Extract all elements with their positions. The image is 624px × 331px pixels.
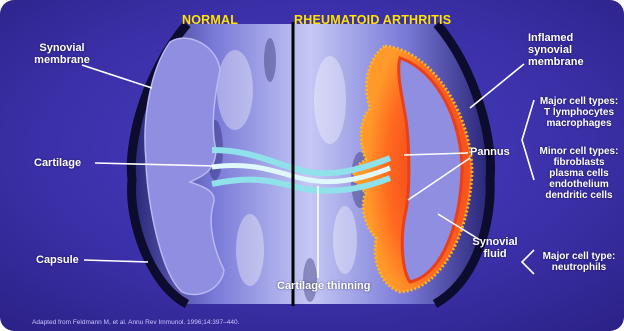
pannus-major-cells: Major cell types: T lymphocytes macropha… [536,96,622,129]
synovial-fluid-line2: fluid [470,248,520,260]
normal-header: NORMAL [182,13,238,27]
fluid-major-cells: Major cell type: neutrophils [536,251,622,273]
inflamed-label-line3: membrane [528,56,584,68]
ra-header: RHEUMATOID ARTHRITIS [294,13,451,27]
pannus-minor-item: dendritic cells [536,190,622,201]
fluid-major-title: Major cell type: [536,251,622,262]
pannus-major-title: Major cell types: [536,96,622,107]
inflamed-membrane-label: Inflamed synovial membrane [528,32,584,68]
cartilage-label: Cartilage [34,157,81,169]
pannus-label: Pannus [470,146,510,158]
pannus-minor-item: fibroblasts [536,157,622,168]
pannus-minor-item: endothelium [536,179,622,190]
pannus-major-item: macrophages [536,118,622,129]
inflamed-label-line2: synovial [528,44,584,56]
synovial-membrane-label-line1: Synovial [30,42,94,54]
synovial-membrane-label: Synovial membrane [30,42,94,66]
pannus-major-item: T lymphocytes [536,107,622,118]
synovial-fluid-line1: Synovial [470,236,520,248]
fluid-major-item: neutrophils [536,262,622,273]
capsule-label: Capsule [36,254,79,266]
pannus-minor-item: plasma cells [536,168,622,179]
synovial-fluid-label: Synovial fluid [470,236,520,260]
inflamed-label-line1: Inflamed [528,32,584,44]
synovial-membrane-label-line2: membrane [30,54,94,66]
cartilage-thinning-label: Cartilage thinning [277,280,371,292]
citation: Adapted from Feldmann M, et al. Annu Rev… [32,319,239,326]
pannus-minor-title: Minor cell types: [536,146,622,157]
pannus-minor-cells: Minor cell types: fibroblasts plasma cel… [536,146,622,201]
